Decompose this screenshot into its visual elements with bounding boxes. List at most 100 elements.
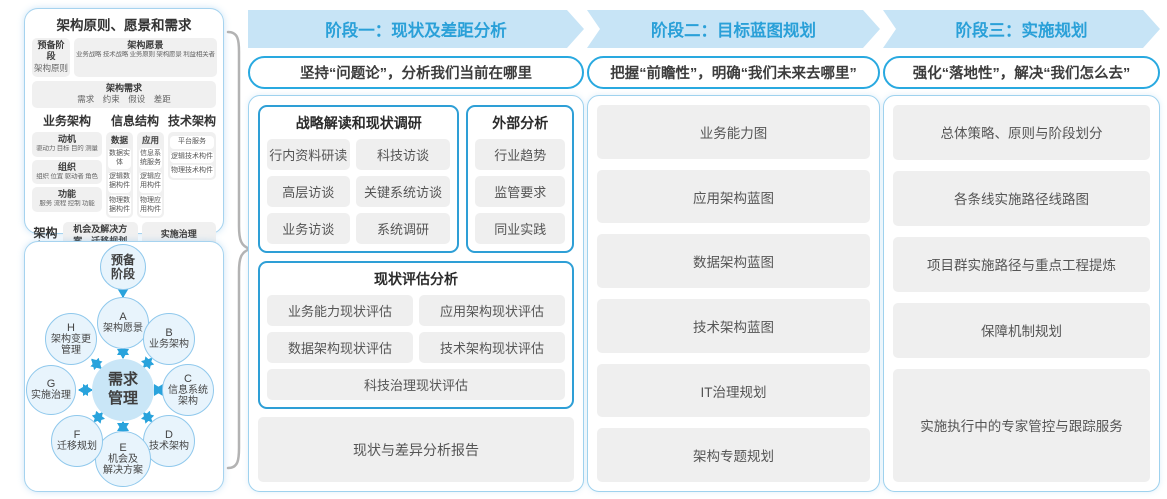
phase3-item: 项目群实施路径与重点工程提炼 xyxy=(893,236,1150,292)
information-structure-column: 信息结构 数据 数据实体 逻辑数据构件 物理数据构件 应用 信息系统服务 逻辑应… xyxy=(106,112,164,219)
current-assessment-group: 现状评估分析 业务能力现状评估 应用架构现状评估 数据架构现状评估 技术架构现状… xyxy=(258,261,574,409)
gap-analysis-report-box: 现状与差异分析报告 xyxy=(258,417,574,482)
adm-node-a: A 架构愿景 xyxy=(97,297,149,349)
phase1-banner: 阶段一：现状及差距分析 xyxy=(248,10,584,48)
data-item: 数据实体 xyxy=(108,147,131,170)
arrow-center-h xyxy=(90,357,103,371)
strategy-item: 关键系统访谈 xyxy=(355,176,451,207)
adm-node-label: 机会及 解决方案 xyxy=(103,453,143,477)
information-structure-title: 信息结构 xyxy=(110,113,159,128)
phase2-header: 阶段二：目标蓝图规划 xyxy=(651,22,816,40)
motivation-title: 动机 xyxy=(57,133,76,144)
adm-node-label: 实施治理 xyxy=(31,390,71,402)
adm-node-prep: 预备 阶段 xyxy=(100,244,146,290)
phase1-subtitle: 坚持“问题论”，分析我们当前在哪里 xyxy=(248,56,584,89)
architecture-columns: 业务架构 动机 驱动力 目标 目的 测量 组织 组织 位置 驱动者 角色 功能 … xyxy=(32,112,216,219)
application-item: 逻辑应用构件 xyxy=(139,171,162,193)
assessment-item: 应用架构现状评估 xyxy=(419,295,565,326)
framework-title: 架构原则、愿景和需求 xyxy=(56,18,192,33)
adm-node-g: G 实施治理 xyxy=(26,365,76,415)
adm-node-letter: H xyxy=(67,321,75,334)
application-item: 信息系统服务 xyxy=(139,147,162,170)
arch-vision-title: 架构愿景 xyxy=(127,40,164,50)
external-item: 监管要求 xyxy=(475,176,565,207)
adm-node-letter: A xyxy=(119,311,127,324)
business-arch-column: 业务架构 动机 驱动力 目标 目的 测量 组织 组织 位置 驱动者 角色 功能 … xyxy=(32,112,102,215)
adm-node-label: 信息系统 架构 xyxy=(168,384,208,408)
adm-node-e: E 机会及 解决方案 xyxy=(95,431,151,487)
assessment-item: 业务能力现状评估 xyxy=(267,295,413,326)
arch-vision-box: 架构愿景 业务战略 技术战略 业务原则 架构愿景 利益相关者 xyxy=(74,38,217,77)
data-item: 逻辑数据构件 xyxy=(108,171,131,193)
architecture-framework-panel: 架构原则、愿景和需求 预备阶段 架构原则 架构愿景 业务战略 技术战略 业务原则… xyxy=(24,8,224,259)
prep-phase-box: 预备阶段 架构原则 xyxy=(32,38,71,77)
strategy-research-title: 战略解读和现状调研 xyxy=(295,115,422,131)
function-title: 功能 xyxy=(57,189,76,200)
data-item: 物理数据构件 xyxy=(108,194,131,217)
adm-node-label: 迁移规划 xyxy=(57,441,97,453)
prep-vision-row: 预备阶段 架构原则 架构愿景 业务战略 技术战略 业务原则 架构愿景 利益相关者 xyxy=(32,38,217,77)
strategy-item: 高层访谈 xyxy=(267,176,350,207)
phase3-item: 各条线实施路径线路图 xyxy=(893,170,1150,226)
external-item: 同业实践 xyxy=(475,213,565,244)
organization-title: 组织 xyxy=(57,161,76,172)
arch-requirements-box: 架构需求 需求 约束 假设 差距 xyxy=(32,80,216,108)
phase3-item: 保障机制规划 xyxy=(893,302,1150,358)
arrow-center-f xyxy=(91,410,106,424)
phase3-header: 阶段三：实施规划 xyxy=(955,22,1088,40)
adm-node-label: 技术架构 xyxy=(149,441,189,453)
assessment-item: 科技治理现状评估 xyxy=(267,369,565,400)
strategy-item: 业务访谈 xyxy=(267,213,350,244)
arch-vision-items: 业务战略 技术战略 业务原则 架构愿景 利益相关者 xyxy=(76,51,215,59)
phase3-banner: 阶段三：实施规划 xyxy=(883,10,1160,48)
data-title: 数据 xyxy=(110,134,128,145)
phase2-item: 技术架构蓝图 xyxy=(597,299,870,353)
adm-node-letter: C xyxy=(184,372,192,385)
strategy-item: 行内资料研读 xyxy=(267,139,350,170)
business-arch-title: 业务架构 xyxy=(42,113,91,128)
adm-node-d: D 技术架构 xyxy=(143,415,195,467)
data-subcolumn: 数据 数据实体 逻辑数据构件 物理数据构件 xyxy=(106,131,133,219)
external-analysis-title: 外部分析 xyxy=(492,115,549,131)
phase2-item: 架构专题规划 xyxy=(597,428,870,483)
phase2-content: 业务能力图 应用架构蓝图 数据架构蓝图 技术架构蓝图 IT治理规划 架构专题规划 xyxy=(587,95,880,492)
arch-requirements-title: 架构需求 xyxy=(105,82,142,93)
phase2-item: 数据架构蓝图 xyxy=(597,234,870,289)
adm-node-prep-label: 预备 阶段 xyxy=(110,252,135,281)
phase2-item: IT治理规划 xyxy=(597,363,870,418)
adm-node-letter: F xyxy=(73,429,81,442)
adm-node-c: C 信息系统 架构 xyxy=(162,364,214,416)
assessment-item: 技术架构现状评估 xyxy=(419,332,565,363)
external-analysis-items: 行业趋势 监管要求 同业实践 xyxy=(475,139,565,244)
arch-principles-label: 架构原则 xyxy=(34,62,69,73)
strategy-item: 科技访谈 xyxy=(355,139,451,170)
adm-node-f: F 迁移规划 xyxy=(51,415,103,467)
phase2-subtitle: 把握“前瞻性”，明确“我们未来去哪里” xyxy=(587,56,880,89)
application-item: 物理应用构件 xyxy=(139,194,162,217)
strategy-item: 系统调研 xyxy=(355,213,451,244)
adm-node-h: H 架构变更 管理 xyxy=(45,313,97,365)
adm-center-label: 需求 管理 xyxy=(107,371,138,407)
organization-box: 组织 组织 位置 驱动者 角色 xyxy=(32,159,102,185)
phase1-top-row: 战略解读和现状调研 行内资料研读 科技访谈 高层访谈 关键系统访谈 业务访谈 系… xyxy=(258,105,574,253)
application-title: 应用 xyxy=(141,134,159,145)
adm-node-label: 架构变更 管理 xyxy=(51,333,91,357)
function-box: 功能 服务 流程 控制 功能 xyxy=(32,187,102,212)
arrow-center-b xyxy=(140,356,155,370)
technology-arch-title: 技术架构 xyxy=(168,113,217,128)
adm-node-label: 架构愿景 xyxy=(103,323,143,335)
adm-node-b: B 业务架构 xyxy=(143,313,195,365)
strategy-research-items: 行内资料研读 科技访谈 高层访谈 关键系统访谈 业务访谈 系统调研 xyxy=(267,139,451,244)
information-subcolumns: 数据 数据实体 逻辑数据构件 物理数据构件 应用 信息系统服务 逻辑应用构件 物… xyxy=(106,131,164,219)
phase3-subtitle: 强化“落地性”，解决“我们怎么去” xyxy=(883,56,1160,89)
adm-node-label: 业务架构 xyxy=(149,339,189,351)
current-assessment-items: 业务能力现状评估 应用架构现状评估 数据架构现状评估 技术架构现状评估 科技治理… xyxy=(267,295,565,400)
strategy-research-group: 战略解读和现状调研 行内资料研读 科技访谈 高层访谈 关键系统访谈 业务访谈 系… xyxy=(258,105,460,253)
external-analysis-group: 外部分析 行业趋势 监管要求 同业实践 xyxy=(466,105,574,253)
application-subcolumn: 应用 信息系统服务 逻辑应用构件 物理应用构件 xyxy=(137,131,164,219)
technology-item: 物理技术构件 xyxy=(170,165,214,179)
technology-arch-column: 技术架构 平台服务 逻辑技术构件 物理技术构件 xyxy=(168,112,217,181)
organization-items: 组织 位置 驱动者 角色 xyxy=(36,172,98,180)
